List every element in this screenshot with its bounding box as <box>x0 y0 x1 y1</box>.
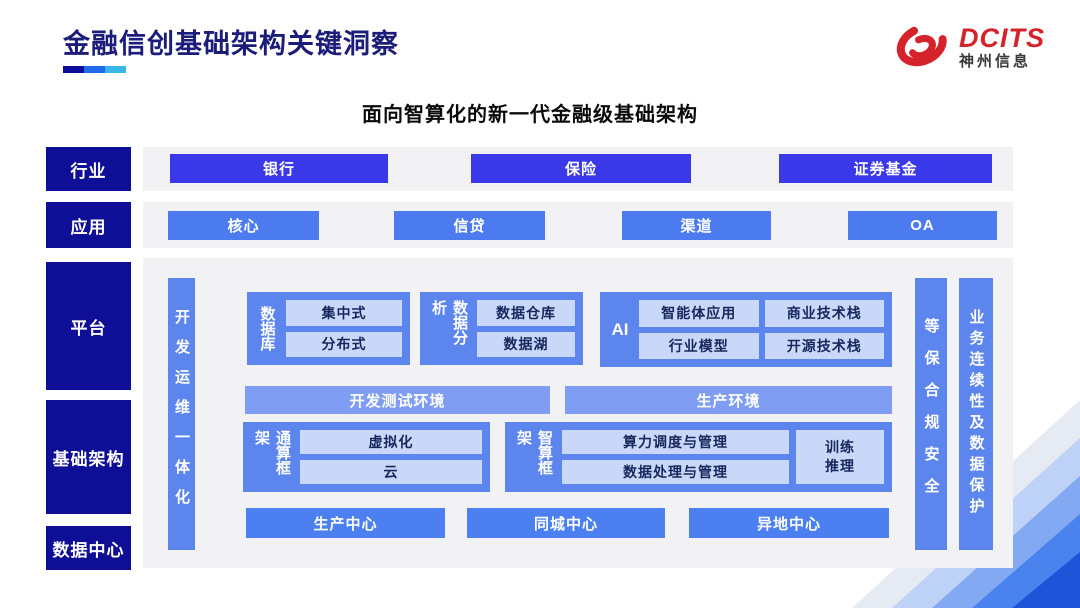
data-processing-block: 数据处理与管理 <box>562 460 789 484</box>
security-compliance-bar: 等保合规安全 <box>915 278 947 550</box>
production-env-bar: 生产环境 <box>565 386 892 414</box>
app-core-block: 核心 <box>168 211 319 240</box>
database-centralized-block: 集中式 <box>286 300 402 326</box>
logo-brand-text: DCITS <box>959 22 1045 53</box>
analytics-group-label: 数据分析 <box>430 300 468 345</box>
logo-subbrand-text: 神州信息 <box>959 53 1032 71</box>
company-logo: DCITS 神州信息 <box>891 18 1045 76</box>
remote-center-block: 异地中心 <box>689 508 889 538</box>
training-inference-block: 训练 推理 <box>796 430 884 484</box>
sidebar-item-application: 应用 <box>46 202 131 248</box>
intelligent-compute-group: 智算框架 算力调度与管理 数据处理与管理 训练 推理 <box>505 422 892 492</box>
ai-commercial-stack-block: 商业技术栈 <box>764 300 884 327</box>
sidebar-item-industry: 行业 <box>46 147 131 191</box>
industry-insurance-block: 保险 <box>471 154 691 183</box>
app-oa-block: OA <box>848 211 997 240</box>
general-compute-group: 通算框架 虚拟化 云 <box>243 422 490 492</box>
dcits-swirl-icon <box>896 26 947 67</box>
industry-bank-block: 银行 <box>170 154 388 183</box>
ai-agent-app-block: 智能体应用 <box>639 300 759 327</box>
ai-group-label: AI <box>611 319 629 339</box>
virtualization-block: 虚拟化 <box>300 430 482 454</box>
database-distributed-block: 分布式 <box>286 331 402 357</box>
data-warehouse-block: 数据仓库 <box>477 300 575 326</box>
dev-test-env-bar: 开发测试环境 <box>245 386 550 414</box>
sidebar-item-platform: 平台 <box>46 262 131 390</box>
analytics-group: 数据分析 数据仓库 数据湖 <box>420 292 583 365</box>
production-center-block: 生产中心 <box>246 508 445 538</box>
samecity-center-block: 同城中心 <box>467 508 665 538</box>
database-group: 数据库 集中式 分布式 <box>247 292 410 365</box>
cloud-block: 云 <box>300 460 482 484</box>
intelligent-compute-label: 智算框架 <box>515 430 553 475</box>
business-continuity-bar: 业务连续性及数据保护 <box>959 278 993 550</box>
database-group-label: 数据库 <box>258 306 276 351</box>
devops-bar: 开发运维一体化 <box>168 278 195 550</box>
general-compute-label: 通算框架 <box>253 430 291 475</box>
compute-scheduling-block: 算力调度与管理 <box>562 430 789 454</box>
ai-industry-model-block: 行业模型 <box>639 332 759 359</box>
diagram-subtitle: 面向智算化的新一代金融级基础架构 <box>362 104 698 126</box>
sidebar-item-datacenter: 数据中心 <box>46 526 131 570</box>
app-credit-block: 信贷 <box>394 211 545 240</box>
title-underline <box>63 66 126 73</box>
industry-securities-block: 证券基金 <box>779 154 992 183</box>
page-title: 金融信创基础架构关键洞察 <box>63 29 399 59</box>
data-lake-block: 数据湖 <box>477 331 575 357</box>
app-channel-block: 渠道 <box>622 211 771 240</box>
sidebar-item-infrastructure: 基础架构 <box>46 400 131 514</box>
ai-opensource-stack-block: 开源技术栈 <box>764 332 884 359</box>
ai-group: AI 智能体应用 商业技术栈 行业模型 开源技术栈 <box>600 292 892 367</box>
